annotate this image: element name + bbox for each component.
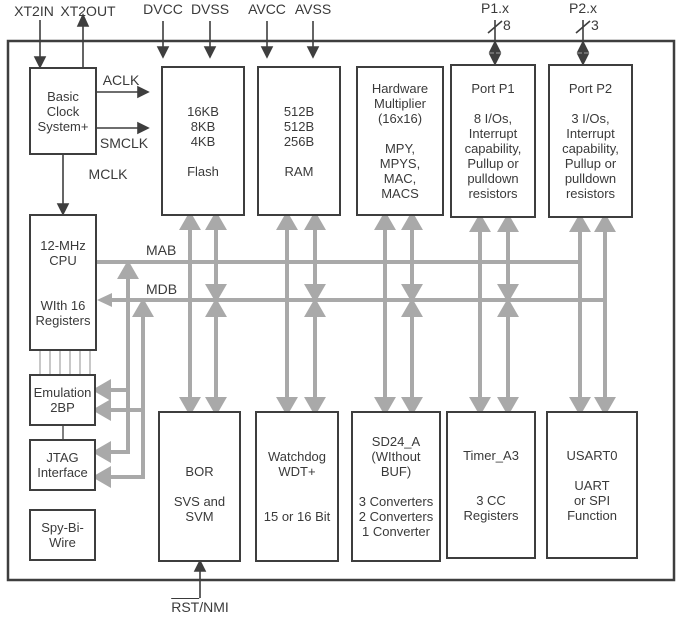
bus-label-mdb: MDB bbox=[146, 281, 178, 297]
pin-arrows bbox=[33, 13, 591, 598]
bor-block-outline bbox=[158, 411, 241, 562]
pin-label-p2x: P2.x bbox=[568, 0, 597, 16]
sd24-block-outline bbox=[351, 411, 441, 562]
p2-pin-arrow-icon bbox=[575, 20, 591, 66]
cpu-emulation-lines bbox=[39, 351, 91, 374]
basic-clock-block-outline bbox=[29, 67, 97, 155]
multiplier-block-outline bbox=[356, 66, 444, 216]
smclk-arrow-icon bbox=[97, 121, 150, 135]
rst-overlined-text: RST bbox=[171, 599, 200, 615]
wdt-block-outline bbox=[255, 411, 339, 562]
block-outlines bbox=[29, 64, 638, 562]
port-p1-block-outline bbox=[450, 64, 536, 218]
dvcc-arrow-icon bbox=[156, 21, 170, 59]
clock-label-mclk: MCLK bbox=[88, 166, 128, 182]
pin-label-xt2out: XT2OUT bbox=[60, 3, 116, 19]
avcc-arrow-icon bbox=[260, 21, 274, 59]
spy-bi-wire-block-outline bbox=[29, 509, 96, 561]
pin-label-avss: AVSS bbox=[294, 1, 332, 17]
pin-label-dvcc: DVCC bbox=[143, 1, 183, 17]
nmi-text: /NMI bbox=[199, 599, 229, 615]
xt2out-arrow-icon bbox=[76, 13, 90, 68]
usart-block-outline bbox=[546, 411, 638, 559]
clock-label-aclk: ACLK bbox=[102, 72, 140, 88]
emulation-jtag-bus-connectors bbox=[91, 259, 154, 488]
mclk-arrow-icon bbox=[56, 155, 70, 216]
jtag-block-outline bbox=[29, 439, 96, 491]
dvss-arrow-icon bbox=[203, 21, 217, 59]
cpu-block-outline bbox=[29, 214, 97, 351]
mdb-bus-line bbox=[97, 293, 607, 307]
mdb-left-arrow-icon bbox=[97, 293, 112, 307]
p1-pin-arrow-icon bbox=[487, 20, 503, 66]
emulation-block-outline bbox=[29, 374, 96, 426]
pin-label-xt2in: XT2IN bbox=[14, 3, 54, 19]
xt2in-arrow-icon bbox=[33, 20, 47, 69]
aclk-arrow-icon bbox=[97, 85, 150, 99]
pin-label-p1x: P1.x bbox=[480, 0, 509, 16]
pin-label-avcc: AVCC bbox=[248, 1, 286, 17]
bus-connectors bbox=[179, 210, 616, 417]
clock-label-smclk: SMCLK bbox=[99, 135, 149, 151]
ram-block-outline bbox=[257, 66, 341, 216]
pin-label-p1-buswidth: 8 bbox=[503, 17, 511, 33]
pin-label-p2-buswidth: 3 bbox=[591, 17, 599, 33]
device-border bbox=[6, 39, 676, 582]
pin-label-dvss: DVSS bbox=[190, 1, 230, 17]
avss-arrow-icon bbox=[306, 21, 320, 59]
bus-label-mab: MAB bbox=[146, 242, 177, 258]
rst-nmi-arrow-icon bbox=[193, 559, 207, 598]
flash-block-outline bbox=[161, 66, 245, 216]
timer-block-outline bbox=[446, 411, 536, 559]
pin-label-rst-nmi: RST/NMI bbox=[150, 600, 250, 615]
port-p2-block-outline bbox=[548, 64, 633, 218]
